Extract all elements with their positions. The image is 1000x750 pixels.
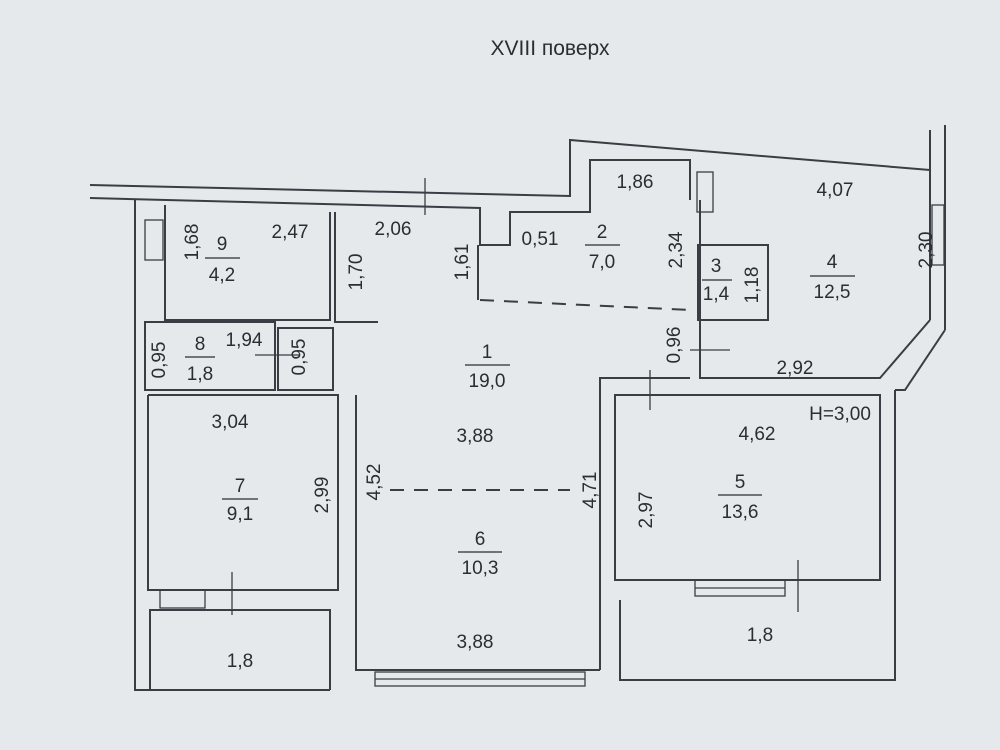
balcony-right-area: 1,8 [747, 625, 773, 646]
dim-label: 4,07 [817, 180, 854, 201]
dim-label: 1,61 [452, 244, 473, 281]
floor-title: XVIII поверх [491, 37, 610, 60]
room-number: 4 [827, 252, 838, 273]
room-1: 1 19,0 [465, 342, 510, 392]
room-area: 12,5 [814, 282, 851, 303]
dim-label: 1,94 [226, 330, 263, 351]
dim-label: 4,62 [739, 424, 776, 445]
room-number: 5 [735, 472, 746, 493]
ceiling-height: H=3,00 [809, 404, 871, 425]
room-area: 9,1 [227, 504, 253, 525]
dim-label: 0,95 [289, 339, 310, 376]
room-area: 1,8 [187, 364, 213, 385]
dim-label: 3,04 [212, 412, 249, 433]
room-8: 8 1,8 [185, 334, 215, 385]
room-number: 7 [235, 476, 246, 497]
dim-label: 4,52 [364, 464, 385, 501]
room-area: 19,0 [469, 371, 506, 392]
dim-label: 4,71 [580, 472, 601, 509]
room-2: 2 7,0 [585, 222, 620, 273]
room-number: 2 [597, 222, 608, 243]
room-3: 3 1,4 [702, 256, 732, 305]
dim-label: 2,06 [375, 219, 412, 240]
dim-label: 2,34 [666, 231, 687, 268]
room-number: 6 [475, 529, 486, 550]
room-number: 1 [482, 342, 493, 363]
room-area: 13,6 [722, 502, 759, 523]
walls [89, 125, 946, 691]
room-area: 7,0 [589, 252, 615, 273]
room-number: 8 [195, 334, 206, 355]
room-area: 1,4 [703, 284, 730, 305]
room-5: 5 13,6 [718, 472, 762, 523]
dim-label: 2,47 [272, 222, 309, 243]
dimensions: 2,47 2,06 0,51 1,86 4,07 2,92 1,94 3,04 … [149, 172, 937, 653]
dim-label: 2,97 [636, 492, 657, 529]
dim-label: 0,96 [664, 327, 685, 364]
balcony-left-area: 1,8 [227, 651, 253, 672]
room-4: 4 12,5 [810, 252, 855, 303]
room-number: 3 [711, 256, 722, 277]
dim-label: 0,51 [522, 229, 559, 250]
room-9: 9 4,2 [205, 234, 240, 286]
dim-label: 1,70 [346, 254, 367, 291]
dim-label: 0,95 [149, 342, 170, 379]
dim-label: 2,30 [916, 232, 937, 269]
room-number: 9 [217, 234, 228, 255]
room-7: 7 9,1 [222, 476, 258, 525]
dim-label: 1,86 [617, 172, 654, 193]
room-area: 4,2 [209, 265, 235, 286]
room-6: 6 10,3 [458, 529, 502, 579]
room-area: 10,3 [462, 558, 499, 579]
dim-label: 3,88 [457, 426, 494, 447]
dim-label: 2,92 [777, 358, 814, 379]
dim-label: 3,88 [457, 632, 494, 653]
dim-label: 2,99 [312, 477, 333, 514]
dim-label: 1,18 [742, 267, 763, 304]
dim-label: 1,68 [182, 224, 203, 261]
